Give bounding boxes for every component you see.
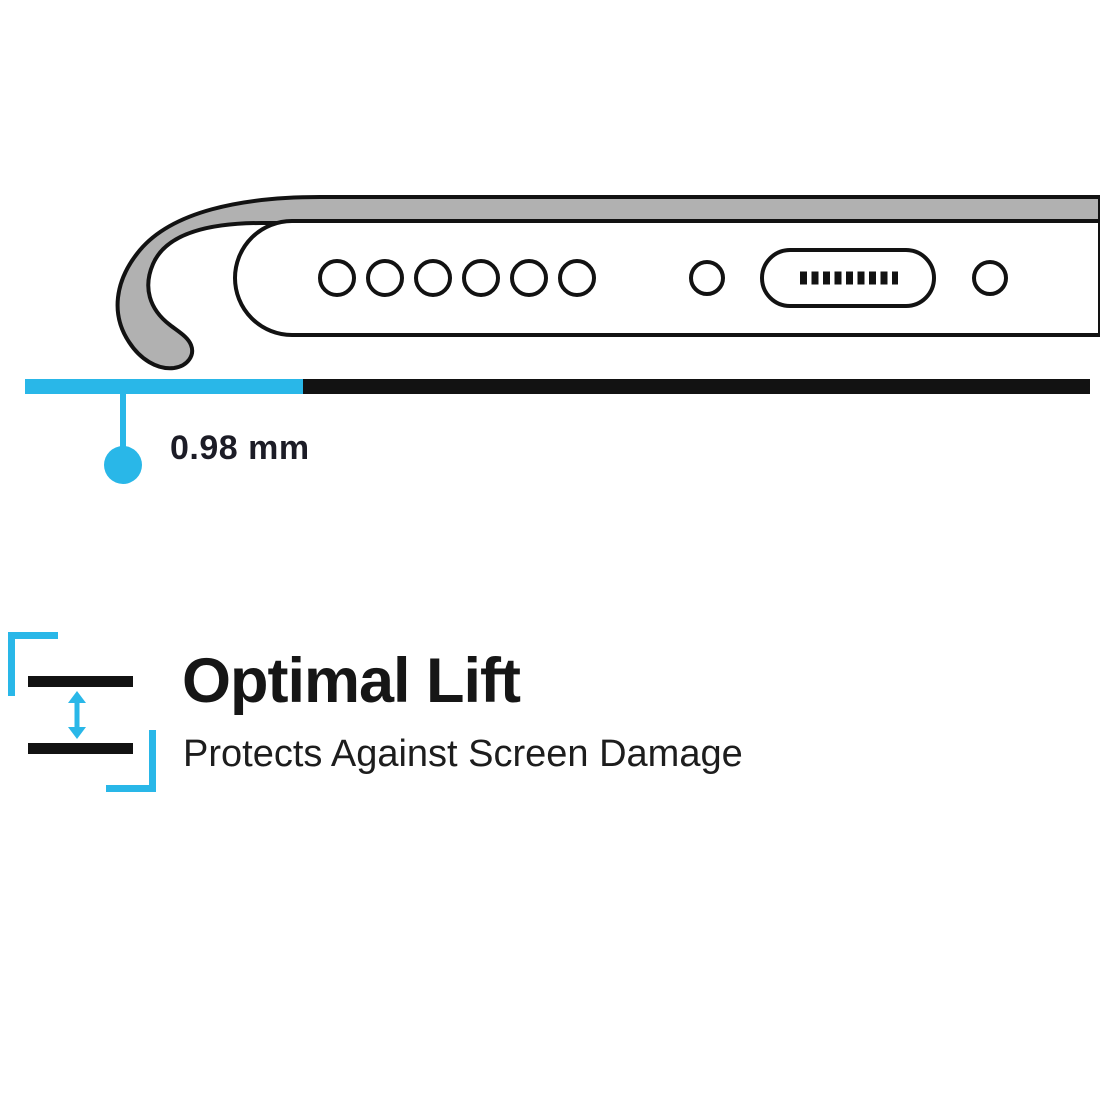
charging-port-icon <box>760 248 936 308</box>
measurement-dot <box>104 446 142 484</box>
lift-icon-bottom-line <box>28 743 133 754</box>
corner-bracket-bottom-right-icon <box>106 730 156 792</box>
phone-body-shape <box>233 219 1100 337</box>
measurement-leader-line <box>120 394 126 452</box>
vertical-double-arrow-icon <box>68 691 86 739</box>
lift-icon-top-line <box>28 676 133 687</box>
lift-gap-bar-cyan <box>25 379 303 394</box>
speaker-holes-icon <box>318 259 596 297</box>
phone-bottom-illustration <box>115 195 1100 371</box>
measurement-label: 0.98 mm <box>170 429 310 467</box>
feature-subtitle: Protects Against Screen Damage <box>183 733 743 775</box>
screw-hole-icon <box>972 260 1008 296</box>
microphone-hole-icon <box>689 260 725 296</box>
surface-bar-black <box>303 379 1090 394</box>
corner-bracket-top-left-icon <box>8 632 58 696</box>
feature-title: Optimal Lift <box>182 646 521 716</box>
case-edge-shape <box>115 195 1100 371</box>
